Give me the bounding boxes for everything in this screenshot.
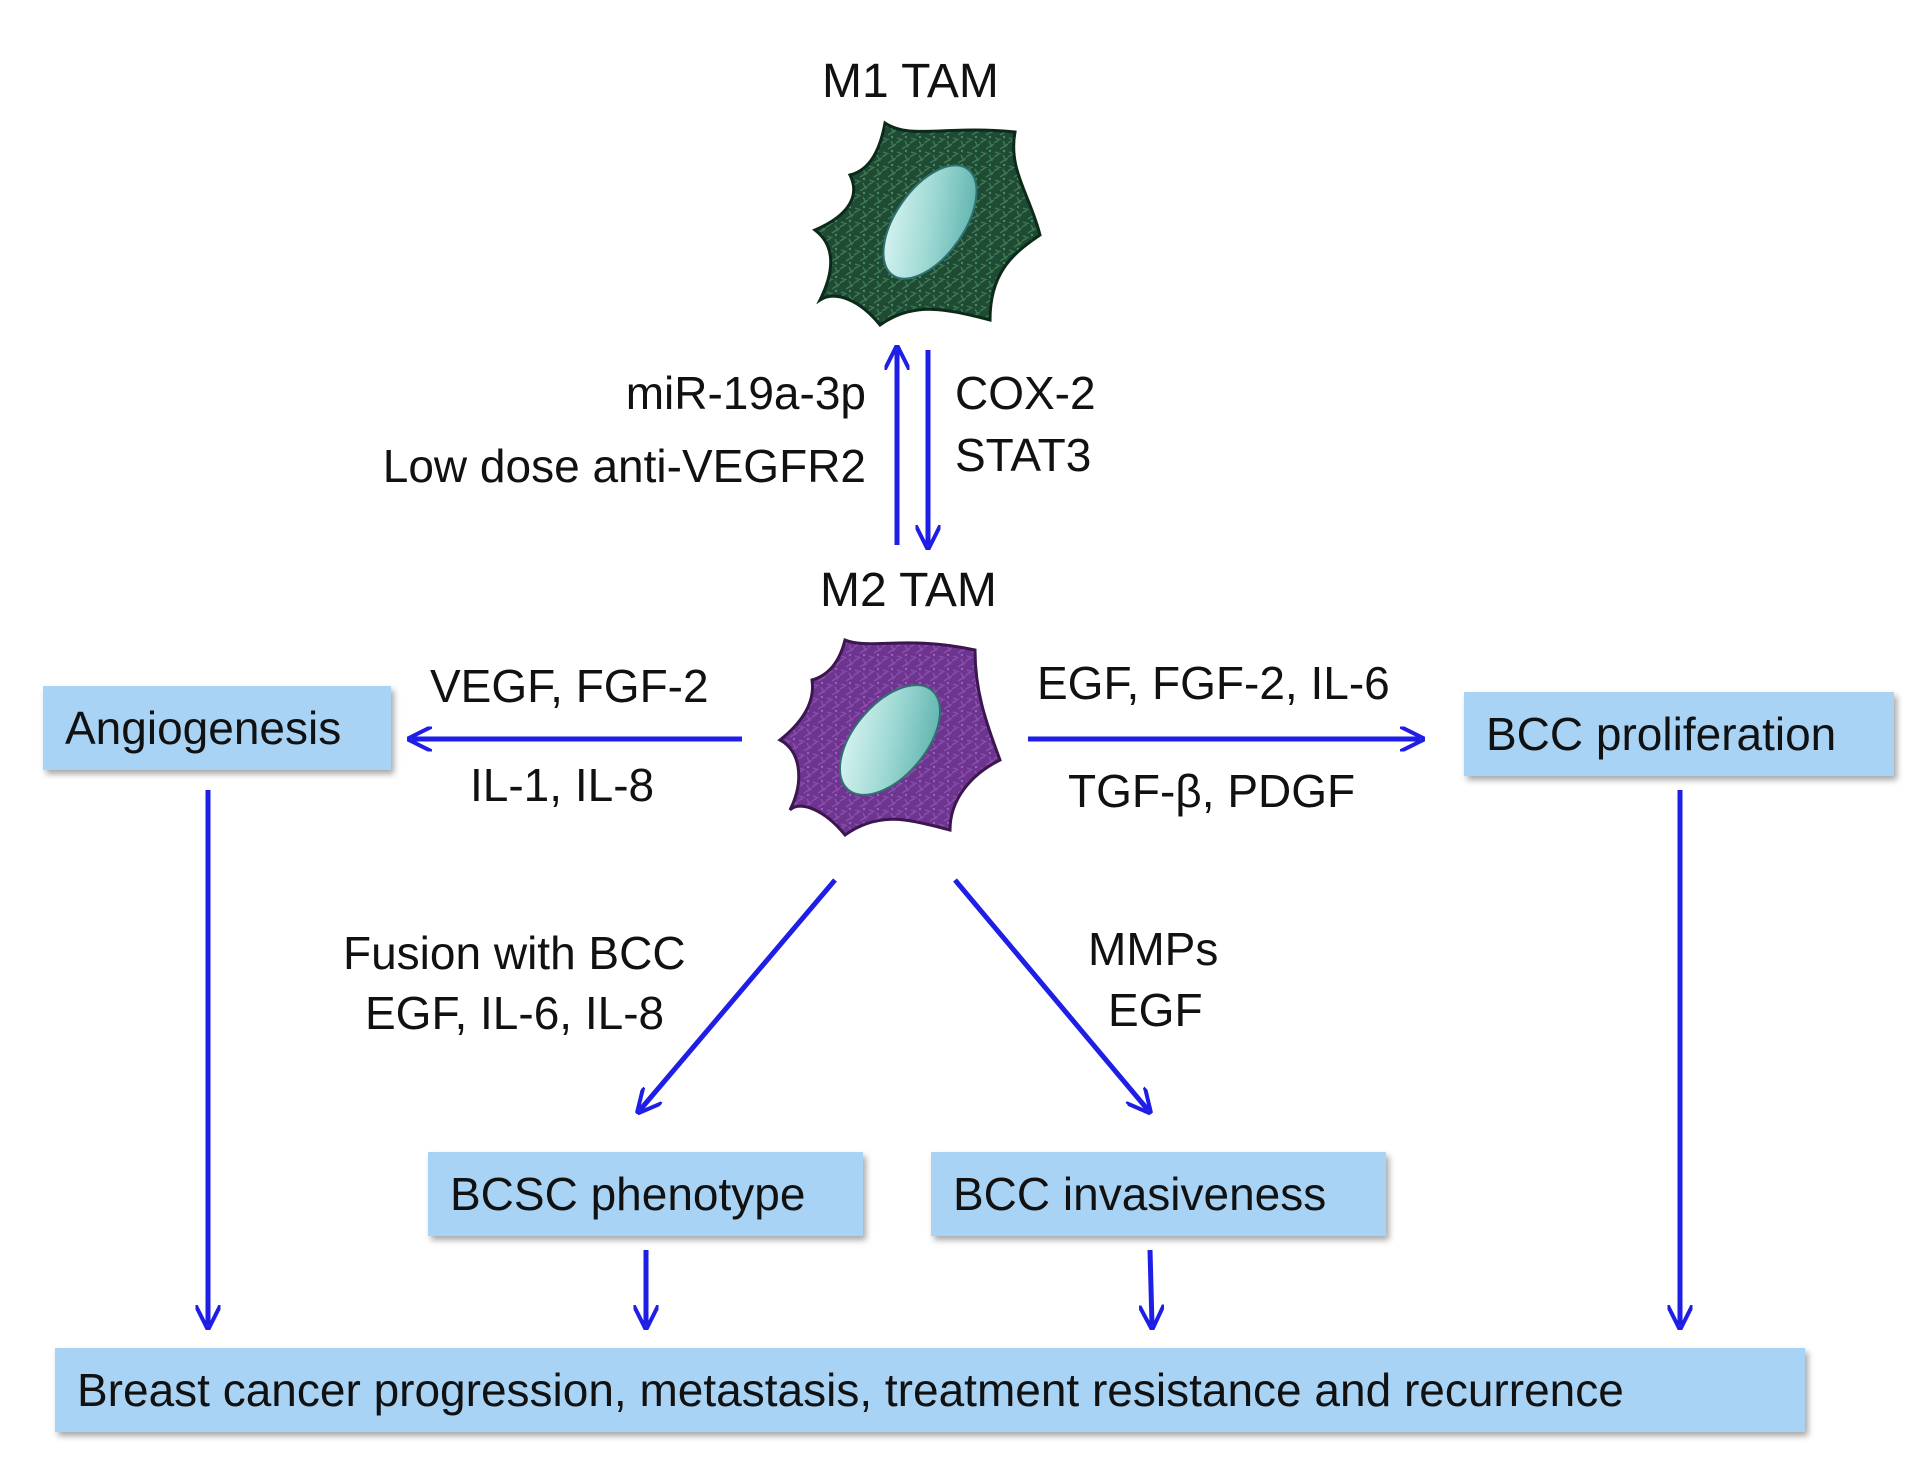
arrow-invasiveness-to-outcome — [1150, 1249, 1152, 1325]
bcc-proliferation-box: BCC proliferation — [1464, 692, 1894, 776]
outcome-label: Breast cancer progression, metastasis, t… — [77, 1364, 1624, 1416]
angiogenesis-label: Angiogenesis — [65, 702, 342, 754]
polarization-to-m2-line2: STAT3 — [955, 429, 1092, 481]
polarization-to-m2-line1: COX-2 — [955, 367, 1096, 419]
bcc-proliferation-label: BCC proliferation — [1486, 708, 1837, 760]
m1-tam-cell — [812, 120, 1042, 328]
arrow-to-bcc-invasiveness — [953, 878, 1148, 1110]
angiogenesis-factors-bottom: IL-1, IL-8 — [470, 759, 655, 811]
polarization-to-m1-line2: Low dose anti-VEGFR2 — [382, 440, 866, 492]
arrow-to-bcsc-phenotype — [640, 878, 837, 1110]
bcsc-factors-line2: EGF, IL-6, IL-8 — [365, 987, 665, 1039]
polarization-to-m1-line1: miR-19a-3p — [625, 367, 866, 419]
angiogenesis-box: Angiogenesis — [43, 686, 391, 770]
outcome-box: Breast cancer progression, metastasis, t… — [55, 1348, 1805, 1432]
m2-tam-cell — [777, 637, 1002, 838]
bcsc-phenotype-label: BCSC phenotype — [450, 1168, 806, 1220]
m1-tam-label: M1 TAM — [822, 55, 999, 108]
angiogenesis-factors-top: VEGF, FGF-2 — [430, 660, 709, 712]
bcc-invasiveness-box: BCC invasiveness — [931, 1152, 1386, 1236]
proliferation-factors-top: EGF, FGF-2, IL-6 — [1037, 657, 1390, 709]
m2-tam-label: M2 TAM — [820, 564, 997, 617]
invasiveness-factors-line1: MMPs — [1088, 923, 1219, 975]
proliferation-factors-bottom: TGF-β, PDGF — [1068, 765, 1356, 817]
invasiveness-factors-line2: EGF — [1108, 984, 1203, 1036]
bcc-invasiveness-label: BCC invasiveness — [953, 1168, 1327, 1220]
bcsc-factors-line1: Fusion with BCC — [343, 927, 686, 979]
bcsc-phenotype-box: BCSC phenotype — [428, 1152, 863, 1236]
